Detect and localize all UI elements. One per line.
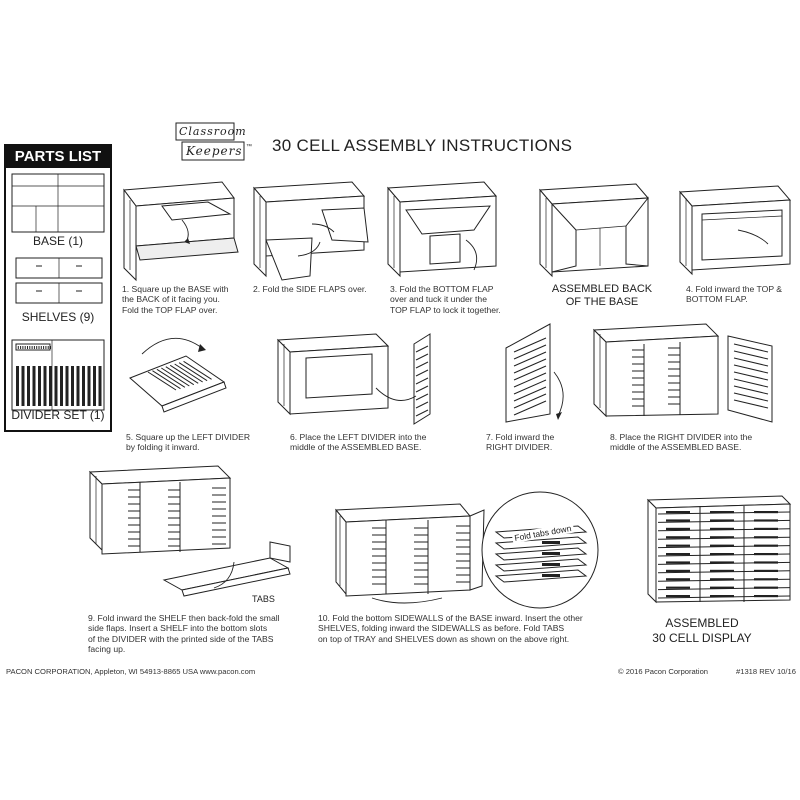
step7-illustration bbox=[505, 323, 564, 423]
row3-illustrations bbox=[88, 465, 792, 609]
footer-revision: #1318 REV 10/16 bbox=[736, 667, 796, 676]
step10-illustration bbox=[334, 503, 485, 604]
footer-copyright: © 2016 Pacon Corporation bbox=[618, 667, 709, 676]
parts-item-base: BASE (1) bbox=[32, 234, 83, 248]
parts-item-shelves: SHELVES (9) bbox=[21, 310, 95, 324]
assembled-back-illustration bbox=[538, 183, 650, 278]
row2-illustrations bbox=[129, 323, 773, 425]
logo-line2: Keepers bbox=[186, 144, 243, 158]
step9-caption: 9. Fold inward the SHELF then back-fold … bbox=[88, 613, 280, 655]
logo-line1: Classroom bbox=[179, 125, 247, 138]
step8-illustration bbox=[592, 323, 773, 423]
parts-list: PARTS LIST BASE (1) SHELVES (9) DIVIDER … bbox=[4, 144, 112, 432]
parts-item-divider-set: DIVIDER SET (1) bbox=[11, 408, 105, 422]
step10-caption: 10. Fold the bottom SIDEWALLS of the BAS… bbox=[318, 613, 583, 644]
step2-illustration bbox=[252, 181, 369, 281]
page-title: 30 CELL ASSEMBLY INSTRUCTIONS bbox=[272, 136, 573, 155]
logo-tm: ™ bbox=[246, 144, 252, 150]
parts-list-heading: PARTS LIST bbox=[6, 146, 110, 168]
parts-illustrations bbox=[11, 173, 105, 411]
fold-tabs-detail bbox=[481, 491, 599, 609]
step2-caption: 2. Fold the SIDE FLAPS over. bbox=[253, 284, 367, 294]
tabs-label: TABS bbox=[252, 594, 275, 604]
step6-illustration bbox=[276, 333, 431, 425]
footer-company: PACON CORPORATION, Appleton, WI 54913-88… bbox=[6, 667, 256, 676]
brand-logo: Classroom Keepers ™ bbox=[174, 120, 266, 164]
row1-illustrations bbox=[123, 181, 792, 282]
step1-illustration bbox=[123, 181, 239, 282]
step4-caption: 4. Fold inward the TOP &BOTTOM FLAP. bbox=[686, 284, 783, 305]
assembled-display-illustration bbox=[646, 495, 792, 604]
step5-illustration bbox=[129, 337, 227, 413]
step3-illustration bbox=[386, 181, 498, 278]
step4-illustration bbox=[678, 185, 792, 276]
step9-illustration bbox=[88, 465, 291, 597]
